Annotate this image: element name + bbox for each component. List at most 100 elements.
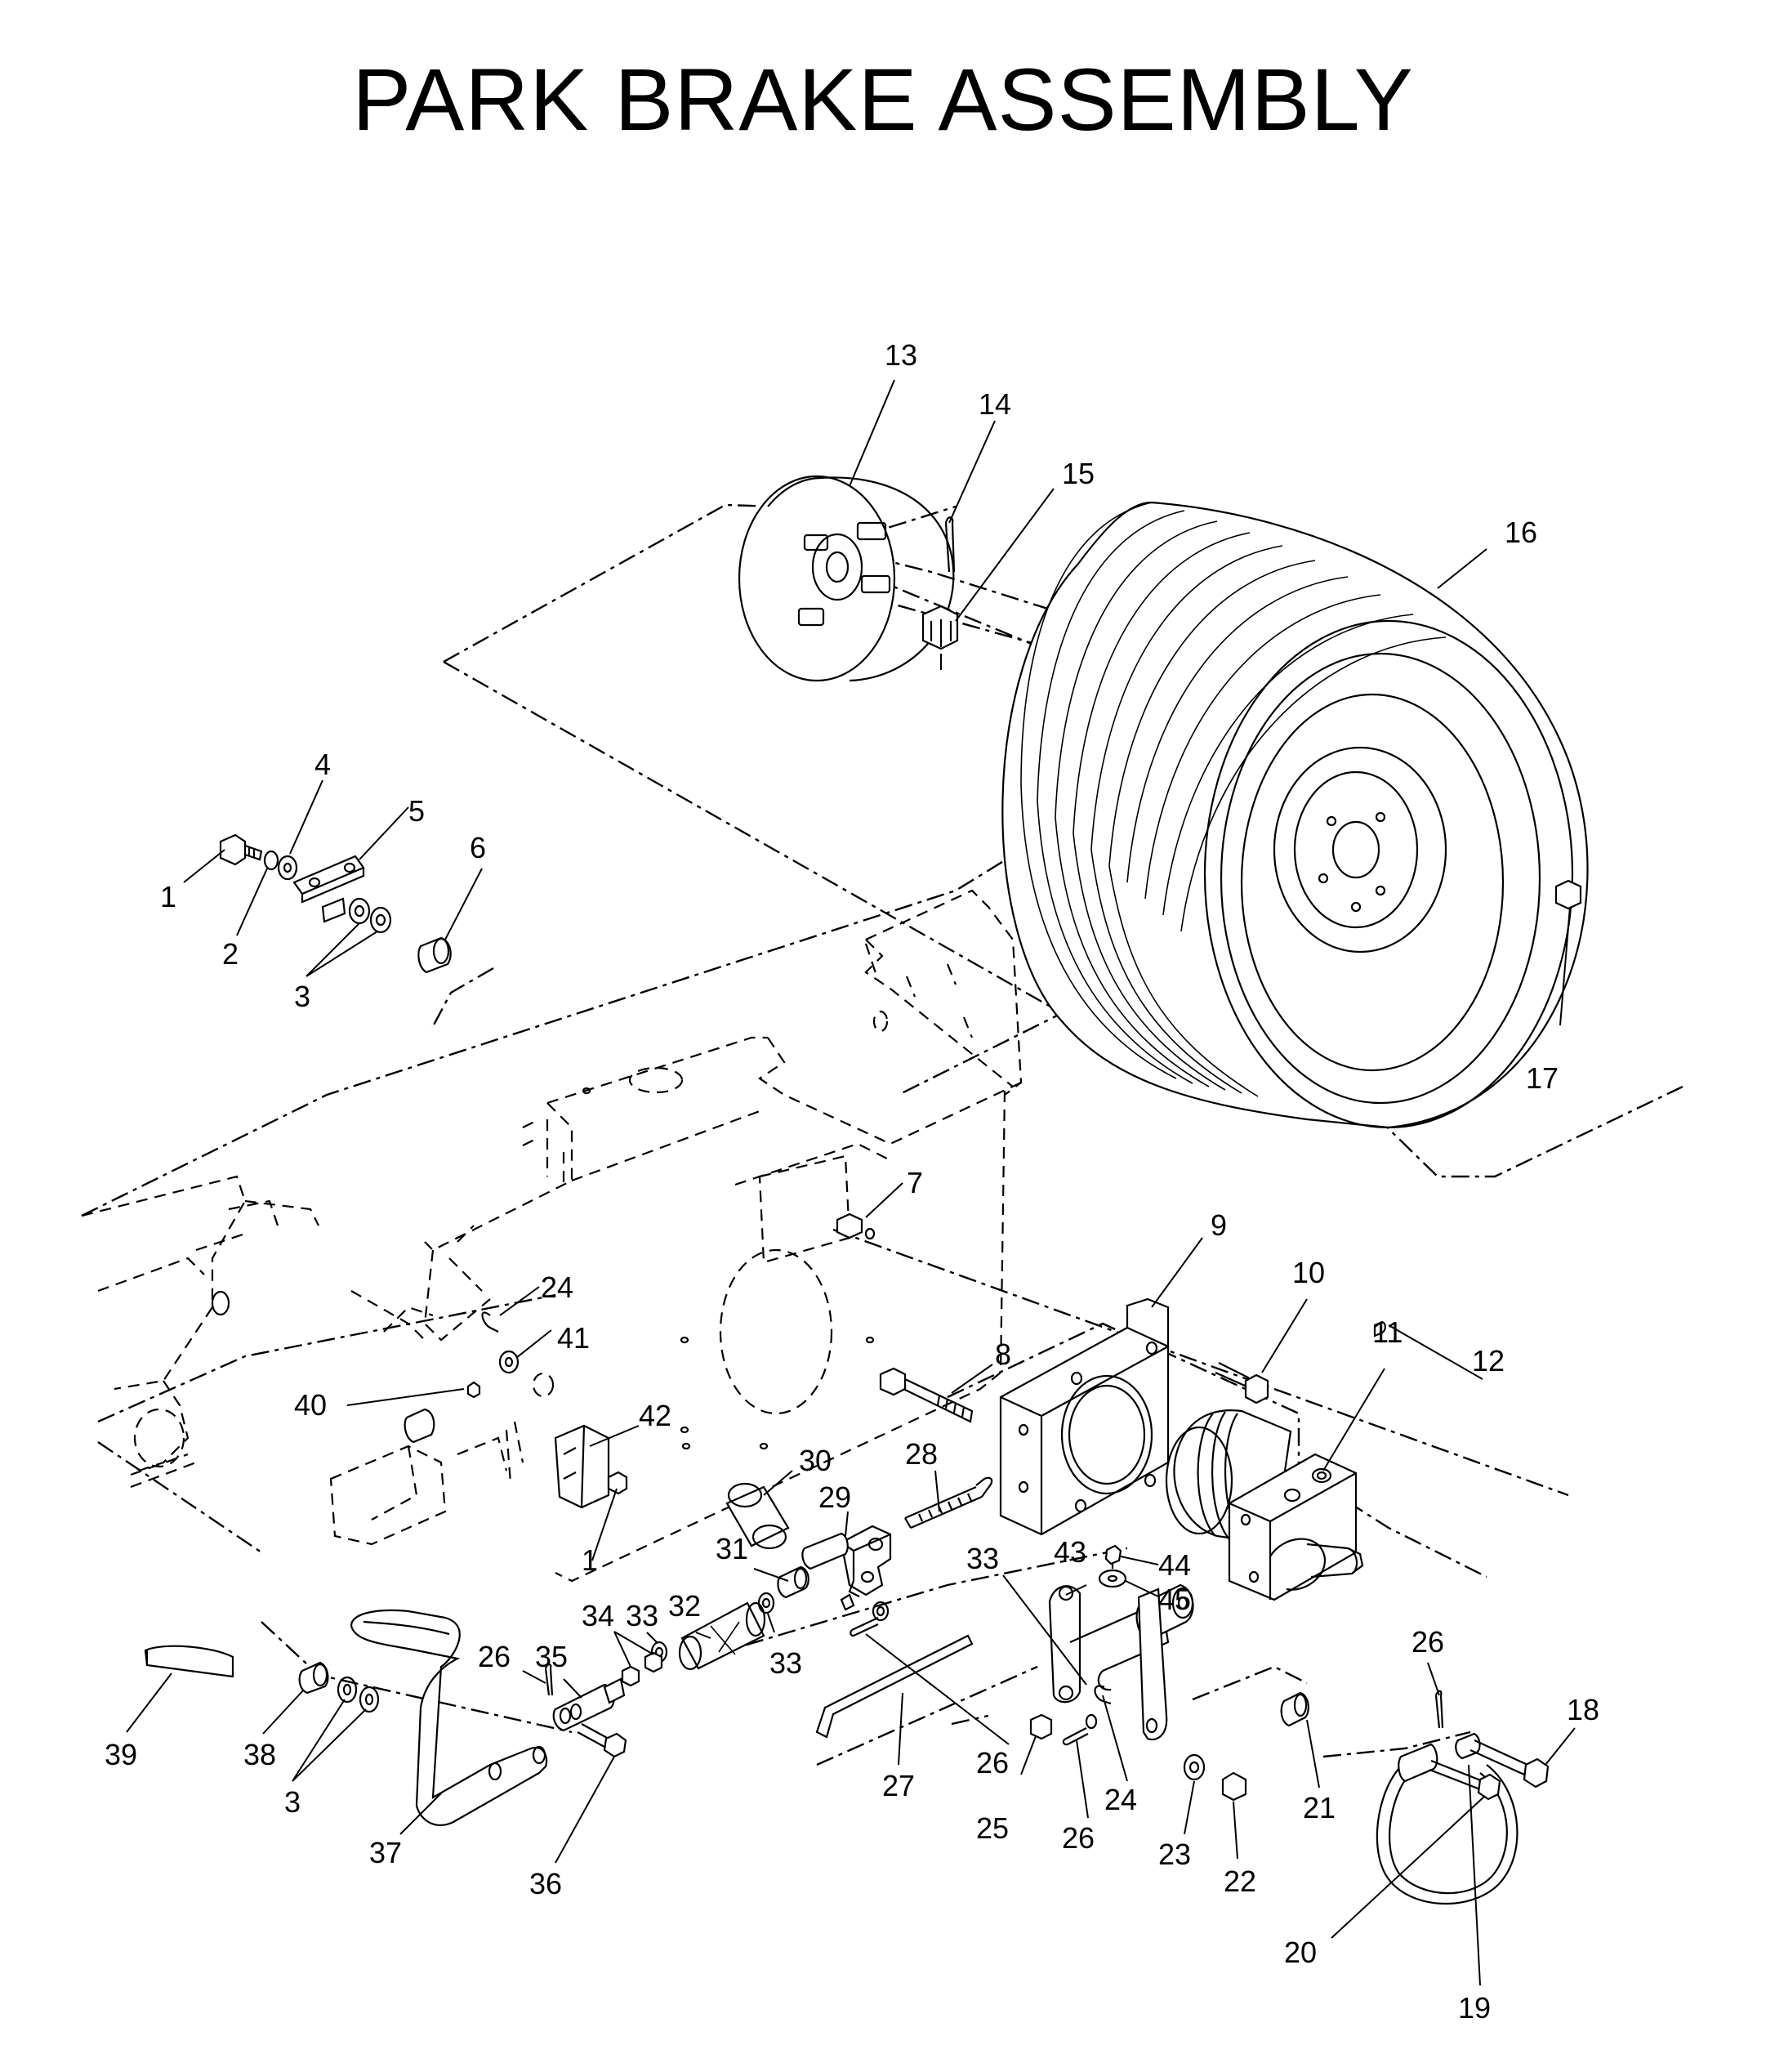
callout-6: 6 <box>470 831 486 864</box>
callout-7: 7 <box>907 1166 923 1199</box>
callout-43: 43 <box>1054 1535 1086 1569</box>
callout-41: 41 <box>557 1321 590 1355</box>
frame-hidden-lines <box>350 889 1023 1583</box>
callout-39: 39 <box>105 1738 137 1771</box>
washer-33-right <box>872 1601 890 1622</box>
callout-16: 16 <box>1505 516 1537 549</box>
bolt-10 <box>1215 1362 1269 1404</box>
callout-29: 29 <box>818 1480 851 1514</box>
motor-bracket-9 <box>999 1297 1170 1536</box>
washers-3-lower <box>337 1676 380 1713</box>
hydraulic-motor-11 <box>1165 1409 1364 1601</box>
callout-35: 35 <box>535 1640 568 1673</box>
callout-31: 31 <box>716 1532 748 1565</box>
lug-nut-17 <box>1554 879 1582 910</box>
e-clip-24-upper <box>481 1311 499 1333</box>
callout-1-lower: 1 <box>582 1543 598 1577</box>
page-title: PARK BRAKE ASSEMBLY <box>352 50 1414 149</box>
cotter-pin-26-left <box>544 1663 554 1696</box>
callout-1-upper: 1 <box>160 880 176 913</box>
spring-28 <box>904 1476 993 1529</box>
brake-pedal-37 <box>350 1609 548 1826</box>
washer-small <box>1085 1713 1098 1730</box>
nut-22 <box>1221 1771 1247 1802</box>
spacer-30 <box>725 1482 790 1550</box>
callout-18: 18 <box>1567 1693 1599 1726</box>
cotter-pin-26-far-right <box>1434 1690 1444 1729</box>
callout-26-lower: 26 <box>1062 1821 1095 1855</box>
clevis-29 <box>801 1525 892 1611</box>
rod-27 <box>815 1634 974 1739</box>
brake-lever-43 <box>1048 1583 1194 1741</box>
callout-33-mid: 33 <box>769 1646 802 1680</box>
washer-hidden <box>532 1372 555 1398</box>
callout-leader-lines <box>126 379 1576 1986</box>
callout-40: 40 <box>294 1388 327 1422</box>
left-frame-stub <box>81 1175 319 1489</box>
clevis-yoke-35 <box>552 1677 626 1732</box>
callout-30: 30 <box>799 1444 832 1477</box>
link-plate-5 <box>292 855 365 923</box>
callout-23: 23 <box>1158 1838 1191 1871</box>
bushing-frame <box>404 1408 435 1444</box>
bolt-36 <box>577 1723 627 1758</box>
callout-10: 10 <box>1292 1256 1325 1289</box>
callout-36: 36 <box>529 1867 562 1900</box>
lock-washer-2 <box>263 850 279 871</box>
callout-2: 2 <box>222 937 239 971</box>
callout-32: 32 <box>668 1589 701 1623</box>
e-clip-24-lower <box>1094 1685 1112 1705</box>
key-12 <box>1373 1320 1386 1337</box>
callout-17: 17 <box>1526 1061 1559 1095</box>
cotter-pin-26-mid <box>850 1617 879 1637</box>
callout-3-lower: 3 <box>284 1785 301 1819</box>
spacer-21 <box>1280 1691 1309 1727</box>
washer-4 <box>277 855 298 881</box>
callout-26-mid: 26 <box>976 1746 1009 1780</box>
nut-40 <box>466 1381 481 1399</box>
bushing-38 <box>298 1661 329 1695</box>
nut-25 <box>1029 1713 1053 1740</box>
callout-12: 12 <box>1472 1344 1505 1378</box>
tube-32 <box>678 1601 766 1671</box>
callout-44: 44 <box>1158 1548 1191 1582</box>
bushing-6 <box>417 936 452 974</box>
callout-11: 11 <box>1372 1315 1403 1349</box>
nuts-34 <box>621 1651 663 1687</box>
callout-4: 4 <box>314 748 331 781</box>
frame-lower-block <box>329 1421 524 1546</box>
bolt-8 <box>879 1367 974 1423</box>
washer-41 <box>498 1350 520 1374</box>
callout-21: 21 <box>1303 1791 1336 1824</box>
tire-wheel-16 <box>1001 501 1589 1129</box>
callout-33-left: 33 <box>626 1599 658 1632</box>
callout-20: 20 <box>1284 1936 1317 1969</box>
callout-19: 19 <box>1458 1991 1491 2025</box>
callout-28: 28 <box>905 1437 938 1471</box>
washer-23 <box>1183 1753 1206 1781</box>
bolt-20 <box>1429 1759 1501 1801</box>
callout-26-left: 26 <box>478 1640 511 1673</box>
brake-drum-13 <box>738 475 955 682</box>
callout-24-upper: 24 <box>541 1270 573 1304</box>
callout-3-upper: 3 <box>294 980 310 1013</box>
callout-33-right: 33 <box>966 1542 999 1575</box>
callout-45: 45 <box>1158 1583 1191 1616</box>
callout-37: 37 <box>369 1836 402 1869</box>
bolt-1-upper <box>219 833 263 866</box>
callout-27: 27 <box>882 1769 915 1802</box>
grease-fitting-44 <box>1104 1544 1122 1569</box>
callout-42: 42 <box>639 1399 671 1432</box>
bracket-42 <box>554 1424 610 1509</box>
washer-45 <box>1098 1569 1127 1588</box>
castle-nut-15 <box>921 605 959 670</box>
callout-5: 5 <box>408 794 425 828</box>
cotter-pin-26-right-lower <box>1062 1727 1089 1746</box>
callout-24-lower: 24 <box>1104 1783 1137 1816</box>
callout-14: 14 <box>979 387 1011 421</box>
callout-38: 38 <box>243 1738 276 1771</box>
cotter-pin-14 <box>944 516 956 573</box>
left-pivot <box>211 1290 230 1316</box>
pin-31 <box>777 1565 809 1599</box>
